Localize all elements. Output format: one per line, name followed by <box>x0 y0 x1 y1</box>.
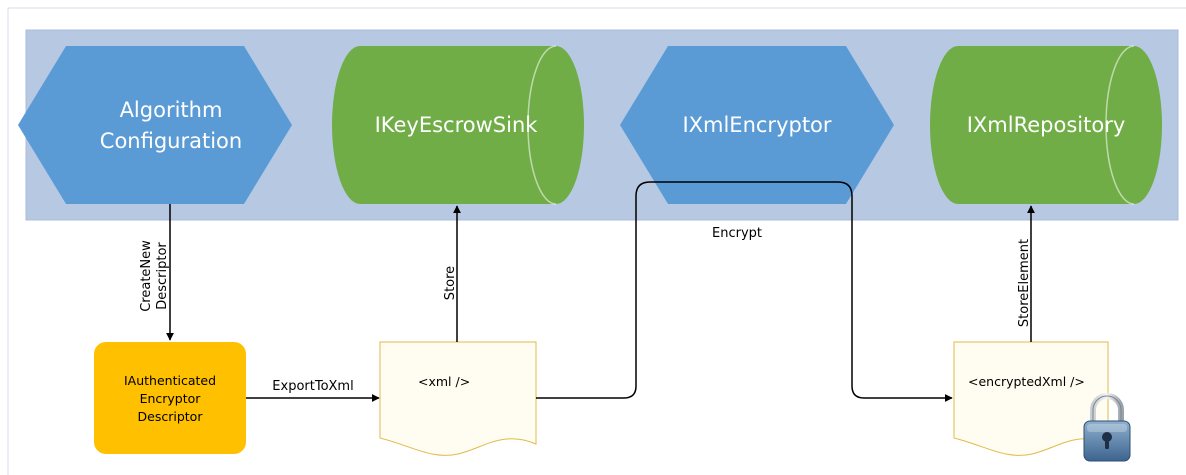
key-escrow-sink-node[interactable]: IKeyEscrowSink <box>332 45 584 205</box>
cylinder-end-curve <box>1105 45 1135 205</box>
hexagon-shape <box>620 46 894 204</box>
document-shape <box>379 341 537 456</box>
descriptor-label-line2: Encryptor <box>140 391 202 406</box>
store-label: Store <box>443 266 458 300</box>
encrypted-xml-document-label: <encryptedXml /> <box>968 374 1085 389</box>
xml-encryptor-node[interactable]: IXmlEncryptor <box>620 46 894 204</box>
encrypt-connector: Encrypt <box>536 181 953 402</box>
algorithm-configuration-node[interactable]: Algorithm Configuration <box>18 46 292 204</box>
descriptor-label-line1: IAuthenticated <box>124 373 216 388</box>
create-new-descriptor-label-line2: Descriptor <box>155 242 170 310</box>
xml-document-node[interactable]: <xml /> <box>379 341 537 456</box>
algorithm-configuration-label-line1: Algorithm <box>120 98 223 122</box>
key-escrow-sink-label: IKeyEscrowSink <box>375 113 539 137</box>
create-new-descriptor-label-line1: CreateNew <box>139 240 154 312</box>
encrypted-xml-document-node[interactable]: <encryptedXml /> <box>953 341 1109 456</box>
xml-repository-node[interactable]: IXmlRepository <box>930 45 1162 205</box>
create-new-descriptor-connector: CreateNew Descriptor <box>139 204 174 341</box>
xml-repository-label: IXmlRepository <box>967 113 1126 137</box>
cylinder-end-curve <box>527 45 557 205</box>
xml-document-label: <xml /> <box>418 374 470 389</box>
export-to-xml-label: ExportToXml <box>272 379 353 394</box>
descriptor-box-shape <box>94 342 246 454</box>
descriptor-label-line3: Descriptor <box>138 409 204 424</box>
hexagon-shape <box>18 46 292 204</box>
export-to-xml-connector: ExportToXml <box>246 379 380 402</box>
store-connector: Store <box>443 205 461 342</box>
encrypt-label: Encrypt <box>712 226 762 241</box>
store-element-label: StoreElement <box>1017 239 1032 327</box>
cylinder-shape <box>930 46 1162 204</box>
store-element-connector: StoreElement <box>1017 205 1035 342</box>
authenticated-encryptor-descriptor-node[interactable]: IAuthenticated Encryptor Descriptor <box>94 342 246 454</box>
xml-encryptor-label: IXmlEncryptor <box>682 113 831 137</box>
algorithm-configuration-label-line2: Configuration <box>100 129 242 153</box>
padlock-icon <box>1083 393 1131 462</box>
cylinder-shape <box>332 46 584 204</box>
